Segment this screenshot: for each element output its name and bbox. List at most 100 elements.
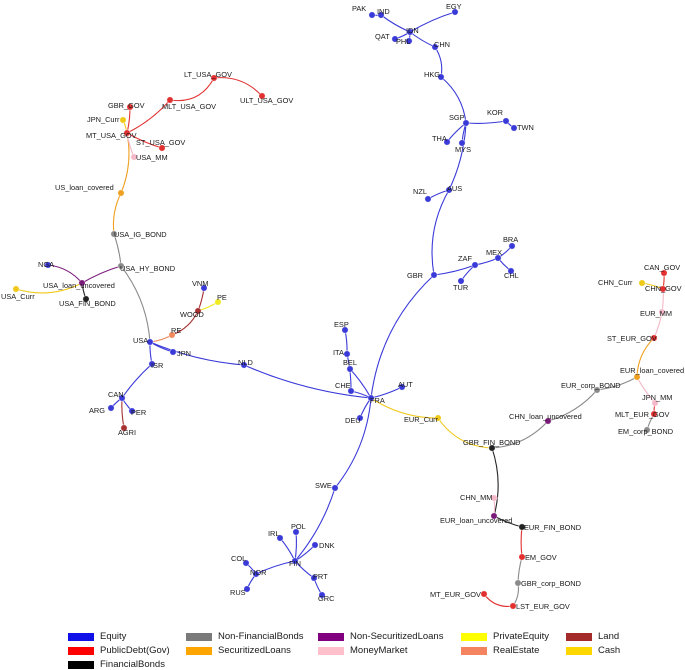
node-nzl[interactable] bbox=[424, 195, 432, 203]
node-irl[interactable] bbox=[276, 534, 284, 542]
node-label: MEX bbox=[486, 248, 502, 257]
node-ita[interactable] bbox=[343, 350, 351, 358]
node-can[interactable] bbox=[118, 394, 126, 402]
node-chn-mm[interactable] bbox=[490, 494, 498, 502]
node-deu[interactable] bbox=[356, 414, 364, 422]
node-idn[interactable] bbox=[406, 28, 414, 36]
node-eur-mm[interactable] bbox=[658, 308, 666, 316]
node-chn-gov[interactable] bbox=[659, 285, 667, 293]
node-rus[interactable] bbox=[243, 585, 251, 593]
legend-swatch bbox=[566, 632, 592, 641]
node-chn-loan-uncovered[interactable] bbox=[544, 417, 552, 425]
node-wood[interactable] bbox=[194, 307, 202, 315]
node-hkg[interactable] bbox=[437, 73, 445, 81]
node-che[interactable] bbox=[347, 387, 355, 395]
node-grc[interactable] bbox=[318, 591, 326, 599]
node-eur-loan-covered[interactable] bbox=[633, 373, 641, 381]
node-eur-curr[interactable] bbox=[434, 414, 442, 422]
node-eur-corp-bond[interactable] bbox=[593, 386, 601, 394]
node-usa-loan-uncovered[interactable] bbox=[78, 279, 86, 287]
edge-FRA-EUR_Curr bbox=[370, 397, 439, 419]
node-can-gov[interactable] bbox=[660, 269, 668, 277]
node-sgp[interactable] bbox=[462, 119, 470, 127]
node-mlt-eur-gov[interactable] bbox=[650, 410, 658, 418]
node-kor[interactable] bbox=[502, 117, 510, 125]
node-us-loan-covered[interactable] bbox=[117, 189, 125, 197]
node-pol[interactable] bbox=[292, 528, 300, 536]
node-em-gov[interactable] bbox=[518, 553, 526, 561]
node-gbr-corp-bond[interactable] bbox=[514, 579, 522, 587]
edge-SGP-KOR bbox=[465, 120, 507, 124]
node-usa-ig-bond[interactable] bbox=[110, 230, 118, 238]
node-fin[interactable] bbox=[291, 557, 299, 565]
node-agri[interactable] bbox=[120, 424, 128, 432]
node-st-eur-gov[interactable] bbox=[650, 334, 658, 342]
node-zaf[interactable] bbox=[471, 261, 479, 269]
node-mt-eur-gov[interactable] bbox=[480, 590, 488, 598]
node-mex[interactable] bbox=[494, 254, 502, 262]
node-bel[interactable] bbox=[346, 365, 354, 373]
node-label: MT_USA_GOV bbox=[86, 131, 137, 140]
node-pak[interactable] bbox=[368, 11, 376, 19]
node-layer bbox=[12, 8, 668, 610]
node-label: GBR_corp_BOND bbox=[521, 579, 581, 588]
node-bra[interactable] bbox=[508, 242, 516, 250]
node-tur[interactable] bbox=[457, 277, 465, 285]
node-chn-curr[interactable] bbox=[638, 279, 646, 287]
node-arg[interactable] bbox=[107, 404, 115, 412]
node-dnk[interactable] bbox=[311, 541, 319, 549]
node-per[interactable] bbox=[128, 407, 136, 415]
node-usa-fin-bond[interactable] bbox=[82, 295, 90, 303]
node-nor[interactable] bbox=[252, 570, 260, 578]
node-usa-hy-bond[interactable] bbox=[117, 262, 125, 270]
node-usa-curr[interactable] bbox=[12, 285, 20, 293]
node-re[interactable] bbox=[168, 331, 176, 339]
node-jpn-mm[interactable] bbox=[651, 399, 659, 407]
node-eur-loan-uncovered[interactable] bbox=[490, 512, 498, 520]
node-vnm[interactable] bbox=[200, 284, 208, 292]
node-usa-mm[interactable] bbox=[130, 153, 138, 161]
node-qat[interactable] bbox=[391, 35, 399, 43]
node-label: TUR bbox=[453, 283, 468, 292]
node-st-usa-gov[interactable] bbox=[158, 144, 166, 152]
node-gbr-fin-bond[interactable] bbox=[488, 444, 496, 452]
node-chl[interactable] bbox=[507, 267, 515, 275]
node-prt[interactable] bbox=[310, 574, 318, 582]
node-gbr[interactable] bbox=[430, 271, 438, 279]
node-lst-eur-gov[interactable] bbox=[509, 602, 517, 610]
node-aus[interactable] bbox=[445, 186, 453, 194]
edge-ITA-ESP bbox=[344, 329, 348, 355]
node-pe[interactable] bbox=[214, 298, 222, 306]
node-phl[interactable] bbox=[405, 37, 413, 45]
node-mt-usa-gov[interactable] bbox=[123, 129, 131, 137]
node-fra[interactable] bbox=[367, 394, 375, 402]
node-twn[interactable] bbox=[510, 124, 518, 132]
node-mys[interactable] bbox=[458, 139, 466, 147]
node-tha[interactable] bbox=[443, 138, 451, 146]
node-mlt-usa-gov[interactable] bbox=[166, 96, 174, 104]
node-ult-usa-gov[interactable] bbox=[258, 92, 266, 100]
legend-item: PublicDebt(Gov) bbox=[68, 645, 170, 656]
node-gbr-gov[interactable] bbox=[126, 103, 134, 111]
node-egy[interactable] bbox=[451, 8, 459, 16]
edge-GBR_FIN_BOND-CHN_loan_uncovered bbox=[491, 420, 549, 449]
node-nga[interactable] bbox=[44, 261, 52, 269]
node-aut[interactable] bbox=[398, 383, 406, 391]
node-label: RUS bbox=[230, 588, 246, 597]
node-ind[interactable] bbox=[377, 11, 385, 19]
node-col[interactable] bbox=[242, 559, 250, 567]
node-jpn-curr[interactable] bbox=[119, 116, 127, 124]
node-lt-usa-gov[interactable] bbox=[210, 74, 218, 82]
node-nld[interactable] bbox=[240, 361, 248, 369]
node-label: TWN bbox=[517, 123, 534, 132]
edge-MT_USA_GOV-MLT_USA_GOV bbox=[126, 99, 171, 134]
node-usa[interactable] bbox=[146, 338, 154, 346]
node-esp[interactable] bbox=[341, 326, 349, 334]
node-label: GBR_FIN_BOND bbox=[463, 438, 521, 447]
node-isr[interactable] bbox=[148, 360, 156, 368]
node-chn[interactable] bbox=[431, 43, 439, 51]
node-em-corp-bond[interactable] bbox=[643, 426, 651, 434]
node-swe[interactable] bbox=[331, 484, 339, 492]
node-eur-fin-bond[interactable] bbox=[518, 523, 526, 531]
node-jpn[interactable] bbox=[169, 348, 177, 356]
